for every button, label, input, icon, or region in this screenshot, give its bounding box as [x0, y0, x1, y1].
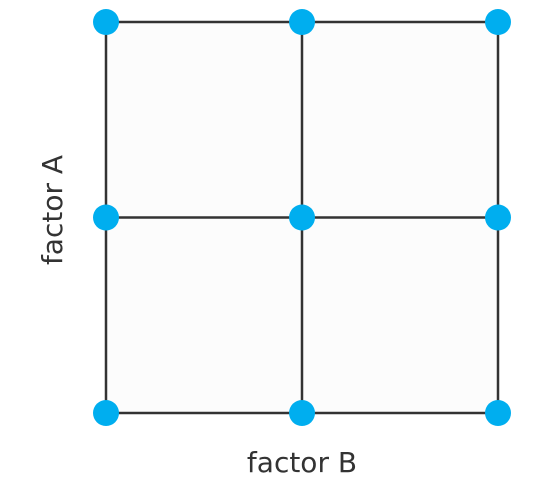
design-point-a3-b3: [485, 9, 511, 35]
design-point-a1-b2: [289, 400, 315, 426]
design-point-a2-b2: [289, 204, 315, 231]
design-point-a3-b1: [93, 9, 119, 35]
design-point-a2-b3: [485, 204, 511, 231]
x-axis-label: factor B: [247, 446, 357, 479]
design-point-a2-b1: [93, 204, 119, 231]
design-point-a1-b3: [485, 400, 511, 426]
y-axis-label: factor A: [36, 155, 69, 265]
design-point-a1-b1: [93, 400, 119, 426]
design-points: [93, 9, 511, 426]
design-point-a3-b2: [289, 9, 315, 35]
